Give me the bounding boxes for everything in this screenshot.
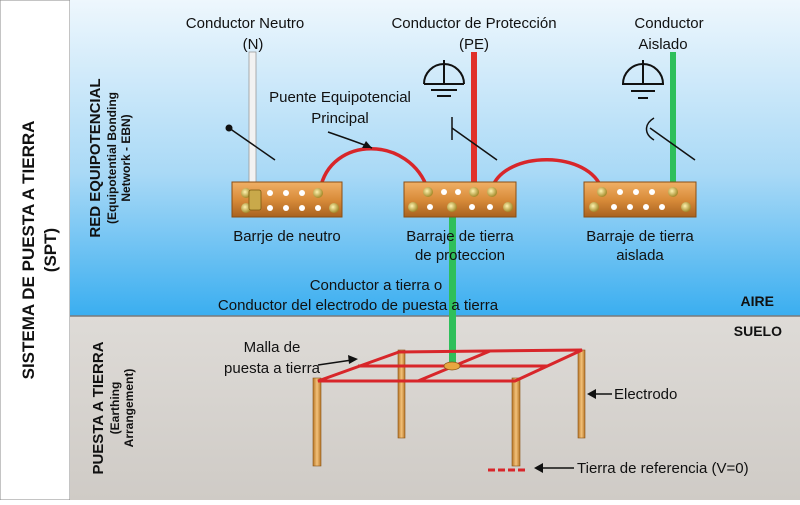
electrode-rod-2	[397, 349, 406, 439]
malla-label-line1: Malla de	[244, 339, 301, 356]
electrodo-label: Electrodo	[614, 386, 677, 403]
svg-text:PUESTA A TIERRA: PUESTA A TIERRA	[90, 341, 107, 474]
barraje-aislada-label-line1: Barraje de tierra	[586, 228, 694, 245]
tierra-referencia-label: Tierra de referencia (V=0)	[577, 460, 749, 477]
svg-text:(Equipotential Bonding: (Equipotential Bonding	[105, 92, 119, 224]
pe-label-line2: (PE)	[459, 36, 489, 53]
aislado-label-line2: Aislado	[638, 36, 687, 53]
isolated-wire	[670, 52, 676, 192]
barraje-neutro-label: Barrje de neutro	[233, 228, 341, 245]
puesta-tierra-label: PUESTA A TIERRA (Earthing Arrangement)	[90, 341, 136, 474]
mesh-connection-clamp	[443, 361, 461, 371]
malla-label-line2: puesta a tierra	[224, 360, 321, 377]
svg-text:(SPT): (SPT)	[41, 228, 60, 272]
barraje-tierra-label-line1: Barraje de tierra	[406, 228, 514, 245]
reference-earth-arrowhead	[534, 463, 543, 473]
sistema-label: SISTEMA DE PUESTA A TIERRA (SPT)	[19, 121, 60, 380]
malla-arrow	[317, 359, 353, 366]
bonding-jumper-isolated	[490, 158, 604, 191]
puente-arrowhead	[362, 141, 372, 148]
svg-text:(Earthing: (Earthing	[108, 382, 122, 435]
isolated-marker-line	[649, 127, 696, 161]
main-bonding-jumper	[318, 147, 430, 191]
suelo-label: SUELO	[734, 323, 782, 339]
electrode-rod-3	[511, 377, 521, 467]
svg-text:Arrangement): Arrangement)	[122, 369, 136, 448]
pe-label-line1: Conductor de Protección	[391, 15, 556, 32]
conductor-tierra-label-line2: Conductor del electrodo de puesta a tier…	[218, 297, 499, 314]
sistema-panel	[0, 0, 71, 501]
pe-wire	[471, 52, 477, 192]
malla-arrowhead	[348, 355, 358, 364]
electrodo-arrowhead	[587, 389, 596, 399]
soil-region	[70, 316, 800, 500]
aislado-label-line1: Conductor	[634, 15, 703, 32]
red-equipotencial-label: RED EQUIPOTENCIAL (Equipotential Bonding…	[87, 78, 133, 237]
barraje-aislada-label-line2: aislada	[616, 247, 664, 264]
electrode-rod-4	[577, 349, 586, 439]
isolated-ground-symbol-icon	[622, 60, 664, 99]
neutral-marker-dot	[225, 124, 233, 132]
isolated-busbar	[583, 181, 697, 218]
puente-label-line2: Principal	[311, 110, 369, 127]
pe-marker-line	[451, 127, 498, 161]
neutro-label-line2: (N)	[243, 36, 264, 53]
neutral-busbar	[231, 181, 343, 218]
protection-busbar	[403, 181, 517, 218]
neutral-wire	[248, 51, 257, 196]
neutro-label-line1: Conductor Neutro	[186, 15, 304, 32]
neutral-marker-line	[228, 127, 276, 161]
isolated-marker-bracket	[645, 117, 655, 141]
puente-label-line1: Puente Equipotencial	[269, 89, 411, 106]
aire-label: AIRE	[741, 293, 774, 309]
pe-ground-symbol-icon	[423, 60, 465, 97]
svg-text:SISTEMA DE PUESTA A TIERRA: SISTEMA DE PUESTA A TIERRA	[19, 121, 38, 380]
svg-text:Network - EBN): Network - EBN)	[119, 114, 133, 201]
barraje-tierra-label-line2: de proteccion	[415, 247, 505, 264]
electrode-rod-1	[312, 377, 322, 467]
air-region	[70, 0, 800, 316]
svg-text:RED EQUIPOTENCIAL: RED EQUIPOTENCIAL	[87, 78, 104, 237]
grounding-conductor	[449, 205, 456, 365]
conductor-tierra-label-line1: Conductor a tierra o	[310, 277, 443, 294]
